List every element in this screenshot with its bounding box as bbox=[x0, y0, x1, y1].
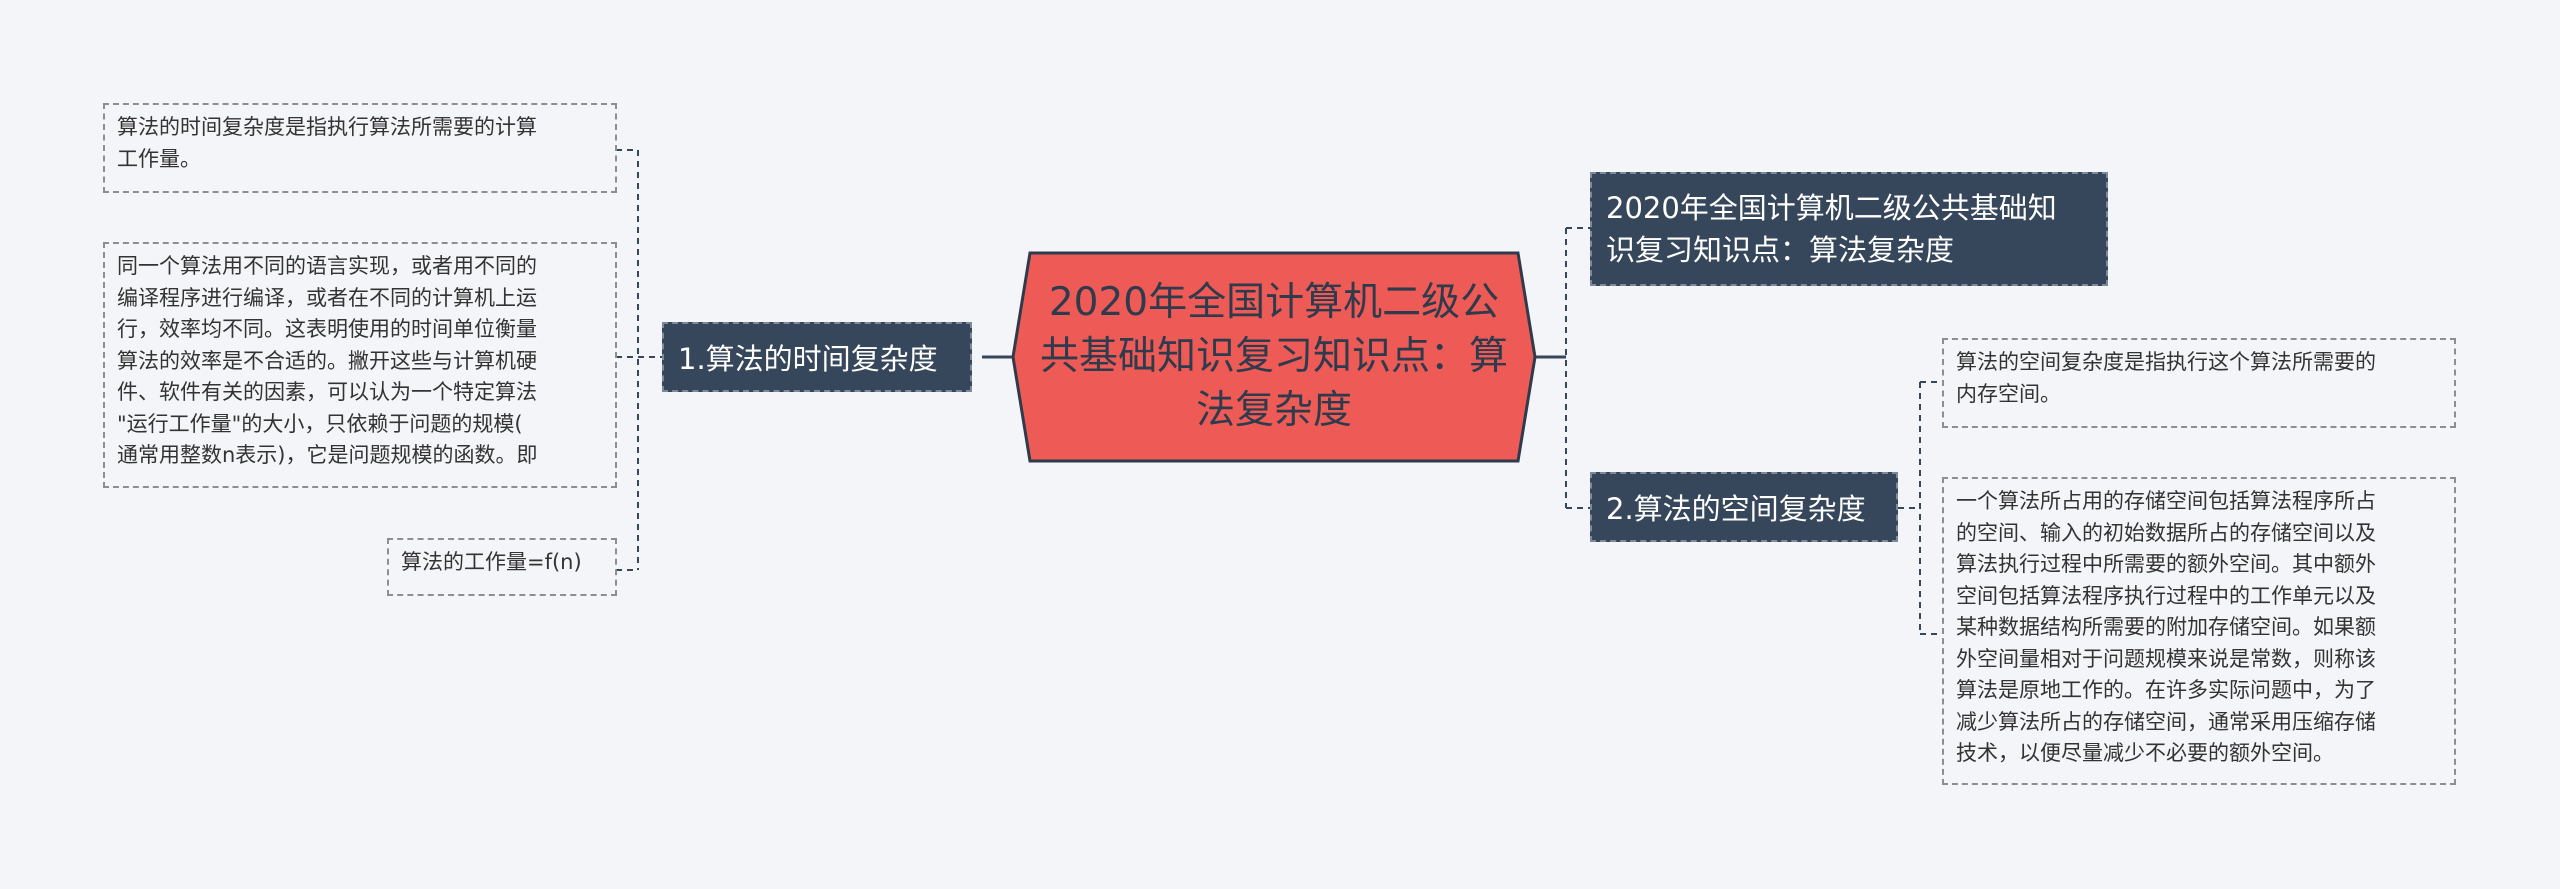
space-leaf-2-line-5: 某种数据结构所需要的附加存储空间。如果额 bbox=[1956, 615, 2376, 639]
time-leaf-1-line-2: 工作量。 bbox=[117, 146, 201, 171]
branch-space-complexity[interactable]: 2.算法的空间复杂度 bbox=[1590, 472, 1898, 542]
time-leaf-2-line-4: 算法的效率是不合适的。撇开这些与计算机硬 bbox=[117, 348, 537, 373]
time-leaf-2-line-7: 通常用整数n表示)，它是问题规模的函数。即 bbox=[117, 443, 538, 467]
time-leaf-definition[interactable]: 算法的时间复杂度是指执行算法所需要的计算 工作量。 bbox=[103, 103, 617, 193]
space-leaf-2-line-2: 的空间、输入的初始数据所占的存储空间以及 bbox=[1956, 520, 2376, 545]
central-topic-node[interactable]: 2020年全国计算机二级公共基础知识复习知识点：算法复杂度 bbox=[1010, 250, 1538, 464]
time-leaf-1-line-1: 算法的时间复杂度是指执行算法所需要的计算 bbox=[117, 115, 537, 139]
space-leaf-explanation[interactable]: 一个算法所占用的存储空间包括算法程序所占 的空间、输入的初始数据所占的存储空间以… bbox=[1942, 477, 2456, 785]
time-leaf-explanation[interactable]: 同一个算法用不同的语言实现，或者用不同的 编译程序进行编译，或者在不同的计算机上… bbox=[103, 242, 617, 488]
space-leaf-2-line-7: 算法是原地工作的。在许多实际问题中，为了 bbox=[1956, 678, 2376, 702]
branch-space-complexity-label: 2.算法的空间复杂度 bbox=[1606, 492, 1866, 526]
time-leaf-2-line-3: 行，效率均不同。这表明使用的时间单位衡量 bbox=[117, 317, 537, 341]
time-leaf-2-line-2: 编译程序进行编译，或者在不同的计算机上运 bbox=[117, 285, 537, 310]
time-leaf-3-line-1: 算法的工作量=f(n) bbox=[401, 550, 582, 574]
time-leaf-formula[interactable]: 算法的工作量=f(n) bbox=[387, 538, 617, 596]
space-leaf-2-line-1: 一个算法所占用的存储空间包括算法程序所占 bbox=[1956, 489, 2376, 513]
branch-time-complexity-label: 1.算法的时间复杂度 bbox=[678, 342, 938, 376]
space-leaf-2-line-9: 技术，以便尽量减少不必要的额外空间。 bbox=[1956, 741, 2334, 765]
branch-title-node[interactable]: 2020年全国计算机二级公共基础知 识复习知识点：算法复杂度 bbox=[1590, 172, 2108, 286]
title-node-line-1: 2020年全国计算机二级公共基础知 bbox=[1606, 191, 2057, 225]
space-leaf-1-line-1: 算法的空间复杂度是指执行这个算法所需要的 bbox=[1956, 350, 2376, 374]
space-leaf-2-line-6: 外空间量相对于问题规模来说是常数，则称该 bbox=[1956, 646, 2376, 671]
time-leaf-2-line-1: 同一个算法用不同的语言实现，或者用不同的 bbox=[117, 254, 537, 278]
space-leaf-2-line-8: 减少算法所占的存储空间，通常采用压缩存储 bbox=[1956, 709, 2376, 734]
space-leaf-1-line-2: 内存空间。 bbox=[1956, 381, 2061, 406]
time-leaf-2-line-6: "运行工作量"的大小，只依赖于问题的规模( bbox=[117, 411, 523, 436]
time-leaf-2-line-5: 件、软件有关的因素，可以认为一个特定算法 bbox=[117, 380, 537, 404]
branch-time-complexity[interactable]: 1.算法的时间复杂度 bbox=[662, 322, 972, 392]
space-leaf-definition[interactable]: 算法的空间复杂度是指执行这个算法所需要的 内存空间。 bbox=[1942, 338, 2456, 428]
space-leaf-2-line-3: 算法执行过程中所需要的额外空间。其中额外 bbox=[1956, 552, 2376, 576]
central-topic-label: 2020年全国计算机二级公共基础知识复习知识点：算法复杂度 bbox=[1039, 280, 1508, 433]
space-leaf-2-line-4: 空间包括算法程序执行过程中的工作单元以及 bbox=[1956, 583, 2376, 608]
title-node-line-2: 识复习知识点：算法复杂度 bbox=[1606, 233, 1955, 267]
central-hexagon-shape bbox=[1011, 251, 1537, 463]
